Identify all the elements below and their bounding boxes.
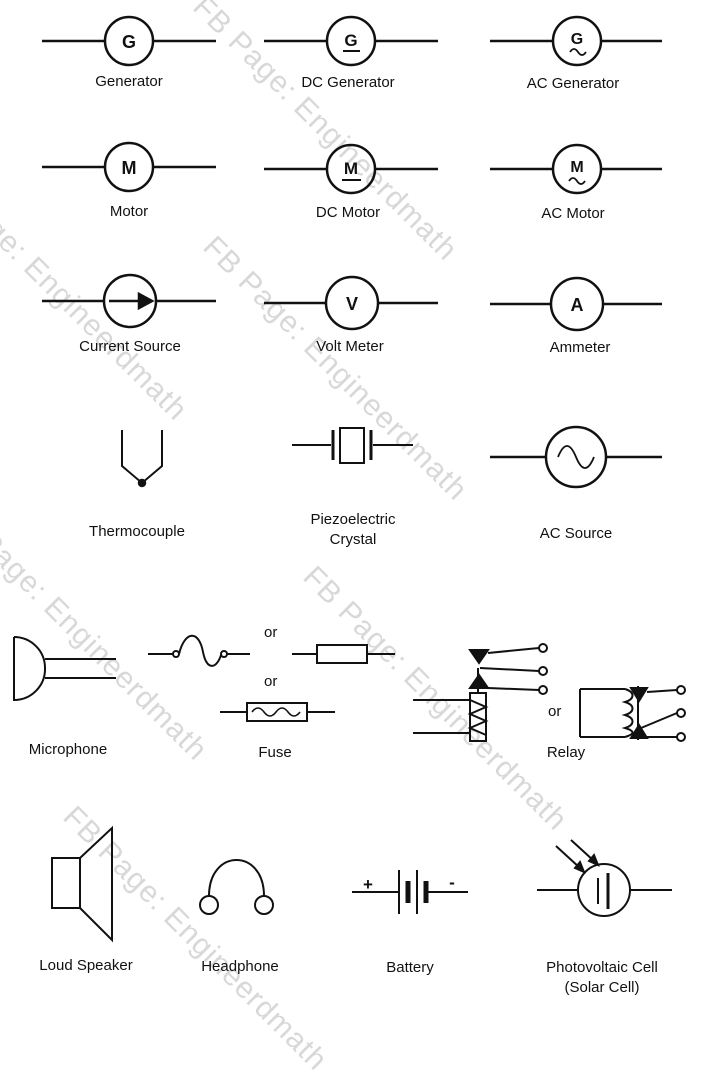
or-text-relay: or: [548, 703, 562, 720]
motor-letter: M: [122, 158, 137, 178]
dc-motor-letter: M: [344, 159, 358, 178]
battery-plus-sign: +: [363, 875, 373, 894]
ac-generator-letter: G: [571, 31, 583, 48]
label-fuse: Fuse: [258, 744, 292, 761]
label-piezo-line2: Crystal: [329, 531, 377, 548]
fuse-symbol-cartridge-wire: [220, 702, 335, 722]
label-ammeter: Ammeter: [549, 339, 611, 356]
label-battery: Battery: [386, 959, 434, 976]
ammeter-letter: A: [571, 295, 584, 315]
relay-symbol-2: [579, 685, 686, 742]
fuse-symbol-wire: [148, 634, 250, 667]
label-motor: Motor: [109, 203, 149, 220]
label-pv-line2: (Solar Cell): [564, 979, 640, 996]
dc-generator-symbol: G: [264, 15, 438, 67]
generator-letter: G: [122, 32, 136, 52]
battery-symbol: + -: [352, 870, 468, 914]
piezo-crystal-symbol: [292, 427, 413, 464]
current-source-symbol: [42, 273, 216, 329]
label-generator: Generator: [95, 73, 163, 90]
label-headphone: Headphone: [201, 958, 279, 975]
dc-generator-letter: G: [344, 31, 357, 50]
or-text-fuse-bottom: or: [264, 673, 278, 690]
photovoltaic-cell-symbol: [537, 839, 672, 917]
label-thermocouple: Thermocouple: [89, 523, 185, 540]
volt-meter-letter: V: [346, 294, 358, 314]
ac-generator-symbol: G: [490, 15, 662, 67]
label-current-source: Current Source: [79, 338, 181, 355]
headphone-symbol: [199, 859, 274, 915]
label-ac-generator: AC Generator: [526, 75, 620, 92]
label-volt-meter: Volt Meter: [316, 338, 384, 355]
generator-symbol: G: [42, 15, 216, 67]
thermocouple-symbol: [121, 430, 163, 488]
ammeter-symbol: A: [490, 276, 662, 332]
volt-meter-symbol: V: [264, 275, 438, 331]
ac-motor-letter: M: [570, 159, 583, 176]
label-piezo-line1: Piezoelectric: [310, 511, 396, 528]
ac-motor-symbol: M: [490, 143, 662, 195]
symbols-diagram: G G G M M M: [13, 15, 686, 943]
ac-source-symbol: [490, 425, 662, 489]
label-dc-motor: DC Motor: [315, 204, 381, 221]
label-ac-source: AC Source: [539, 525, 613, 542]
microphone-symbol: [13, 636, 116, 702]
or-text-fuse-top: or: [264, 624, 278, 641]
label-dc-generator: DC Generator: [301, 74, 395, 91]
motor-symbol: M: [42, 141, 216, 193]
dc-motor-symbol: M: [264, 143, 438, 195]
loud-speaker-symbol: [51, 825, 113, 943]
label-ac-motor: AC Motor: [541, 205, 605, 222]
label-relay: Relay: [546, 744, 586, 761]
fuse-symbol-cartridge: [292, 644, 395, 664]
battery-minus-sign: -: [449, 873, 455, 892]
label-pv-line1: Photovoltaic Cell: [546, 959, 658, 976]
label-loud-speaker: Loud Speaker: [39, 957, 133, 974]
relay-symbol-1: [413, 643, 548, 742]
label-microphone: Microphone: [28, 741, 108, 758]
